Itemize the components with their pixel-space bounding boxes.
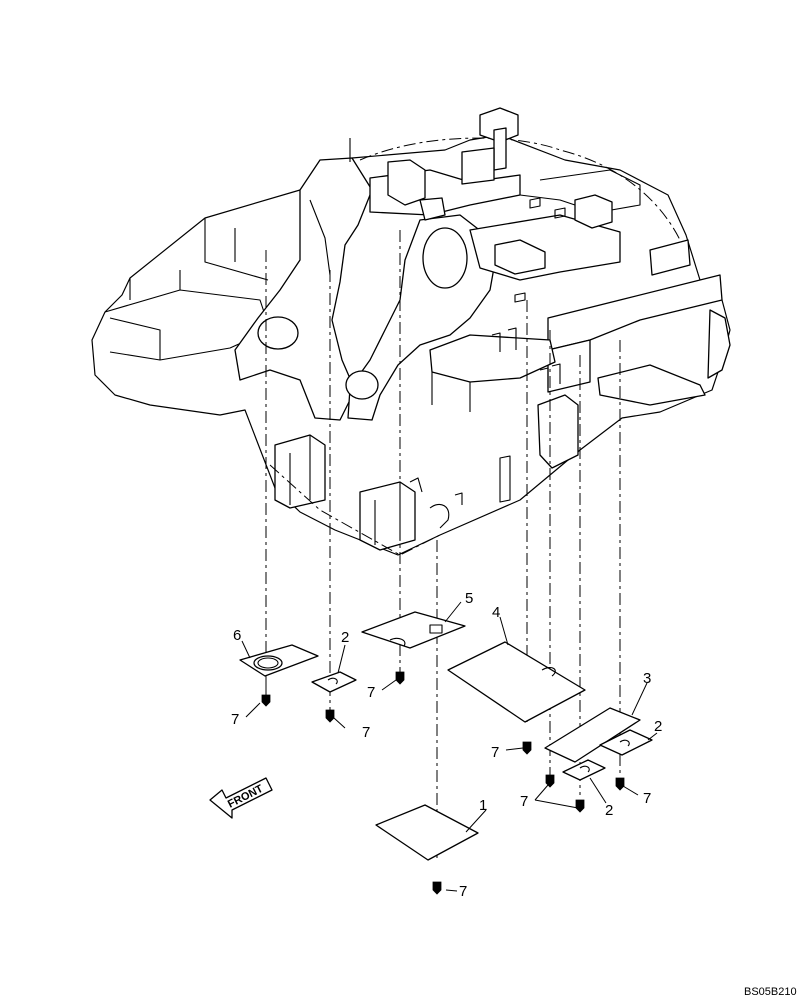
callout-7-e: 7 — [520, 793, 528, 810]
cover-plate-1 — [375, 804, 479, 895]
callout-2-lower: 2 — [605, 802, 613, 819]
callout-5: 5 — [465, 590, 473, 607]
callout-4: 4 — [492, 604, 500, 621]
cover-plate-2-right — [599, 729, 653, 791]
callout-7-c: 7 — [367, 684, 375, 701]
callout-labels: 1 2 2 2 3 4 5 6 7 7 7 7 7 7 7 — [231, 590, 662, 900]
drawing-code: BS05B210 — [744, 986, 797, 998]
front-direction-arrow: FRONT — [209, 777, 273, 819]
callout-7-f: 7 — [643, 790, 651, 807]
cover-plate-2-lower — [545, 759, 606, 813]
callout-1: 1 — [479, 797, 487, 814]
callout-2-left: 2 — [341, 629, 349, 646]
callout-7-a: 7 — [231, 711, 239, 728]
cover-plate-6 — [239, 644, 319, 707]
callout-6: 6 — [233, 627, 241, 644]
leader-lines — [241, 601, 658, 892]
callout-7-d: 7 — [491, 744, 499, 761]
cover-plate-2-left — [311, 671, 357, 723]
cover-plate-3 — [544, 707, 641, 763]
callout-7-b: 7 — [362, 724, 370, 741]
upper-frame-assembly — [91, 107, 731, 556]
cover-plate-5 — [361, 611, 466, 685]
callout-3: 3 — [643, 670, 651, 687]
callout-7-g: 7 — [459, 883, 467, 900]
cover-plate-4 — [447, 641, 586, 755]
callout-2-right: 2 — [654, 718, 662, 735]
